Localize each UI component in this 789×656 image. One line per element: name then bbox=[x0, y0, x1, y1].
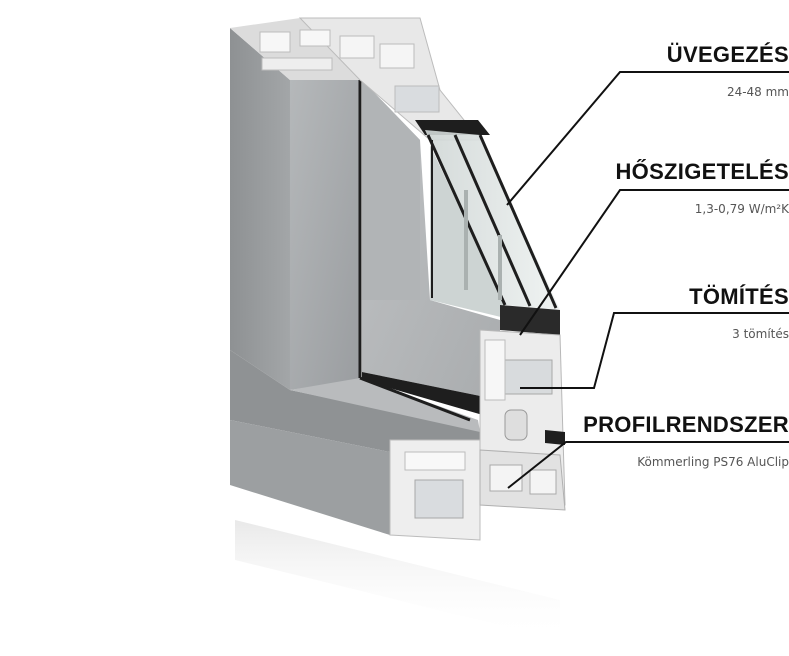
leader-line-profile bbox=[507, 441, 789, 489]
feature-title: TÖMÍTÉS bbox=[689, 284, 789, 309]
feature-profile-system: PROFILRENDSZER Kömmerling PS76 AluClip bbox=[583, 412, 789, 470]
feature-title: HŐSZIGETELÉS bbox=[615, 159, 789, 184]
feature-gasket: TÖMÍTÉS 3 tömítés bbox=[689, 284, 789, 342]
feature-detail: Kömmerling PS76 AluClip bbox=[637, 455, 789, 469]
feature-title: ÜVEGEZÉS bbox=[666, 42, 789, 67]
reflection bbox=[235, 520, 560, 640]
leader-lines bbox=[506, 71, 789, 489]
leader-line-glazing bbox=[506, 71, 789, 206]
glazing-unit bbox=[425, 130, 560, 335]
sash bbox=[358, 80, 500, 422]
leader-line-gasket bbox=[520, 312, 789, 389]
frame-outer bbox=[230, 18, 480, 535]
top-profile-section bbox=[259, 17, 490, 141]
feature-glazing: ÜVEGEZÉS 24-48 mm bbox=[667, 42, 789, 100]
bottom-profile-section bbox=[389, 329, 566, 541]
feature-detail: 3 tömítés bbox=[732, 327, 789, 341]
leader-line-insulation bbox=[519, 189, 789, 336]
feature-detail: 24-48 mm bbox=[726, 85, 789, 99]
feature-title: PROFILRENDSZER bbox=[583, 412, 789, 437]
feature-detail: 1,3-0,79 W/m²K bbox=[694, 202, 789, 216]
feature-insulation: HŐSZIGETELÉS 1,3-0,79 W/m²K bbox=[615, 159, 789, 217]
